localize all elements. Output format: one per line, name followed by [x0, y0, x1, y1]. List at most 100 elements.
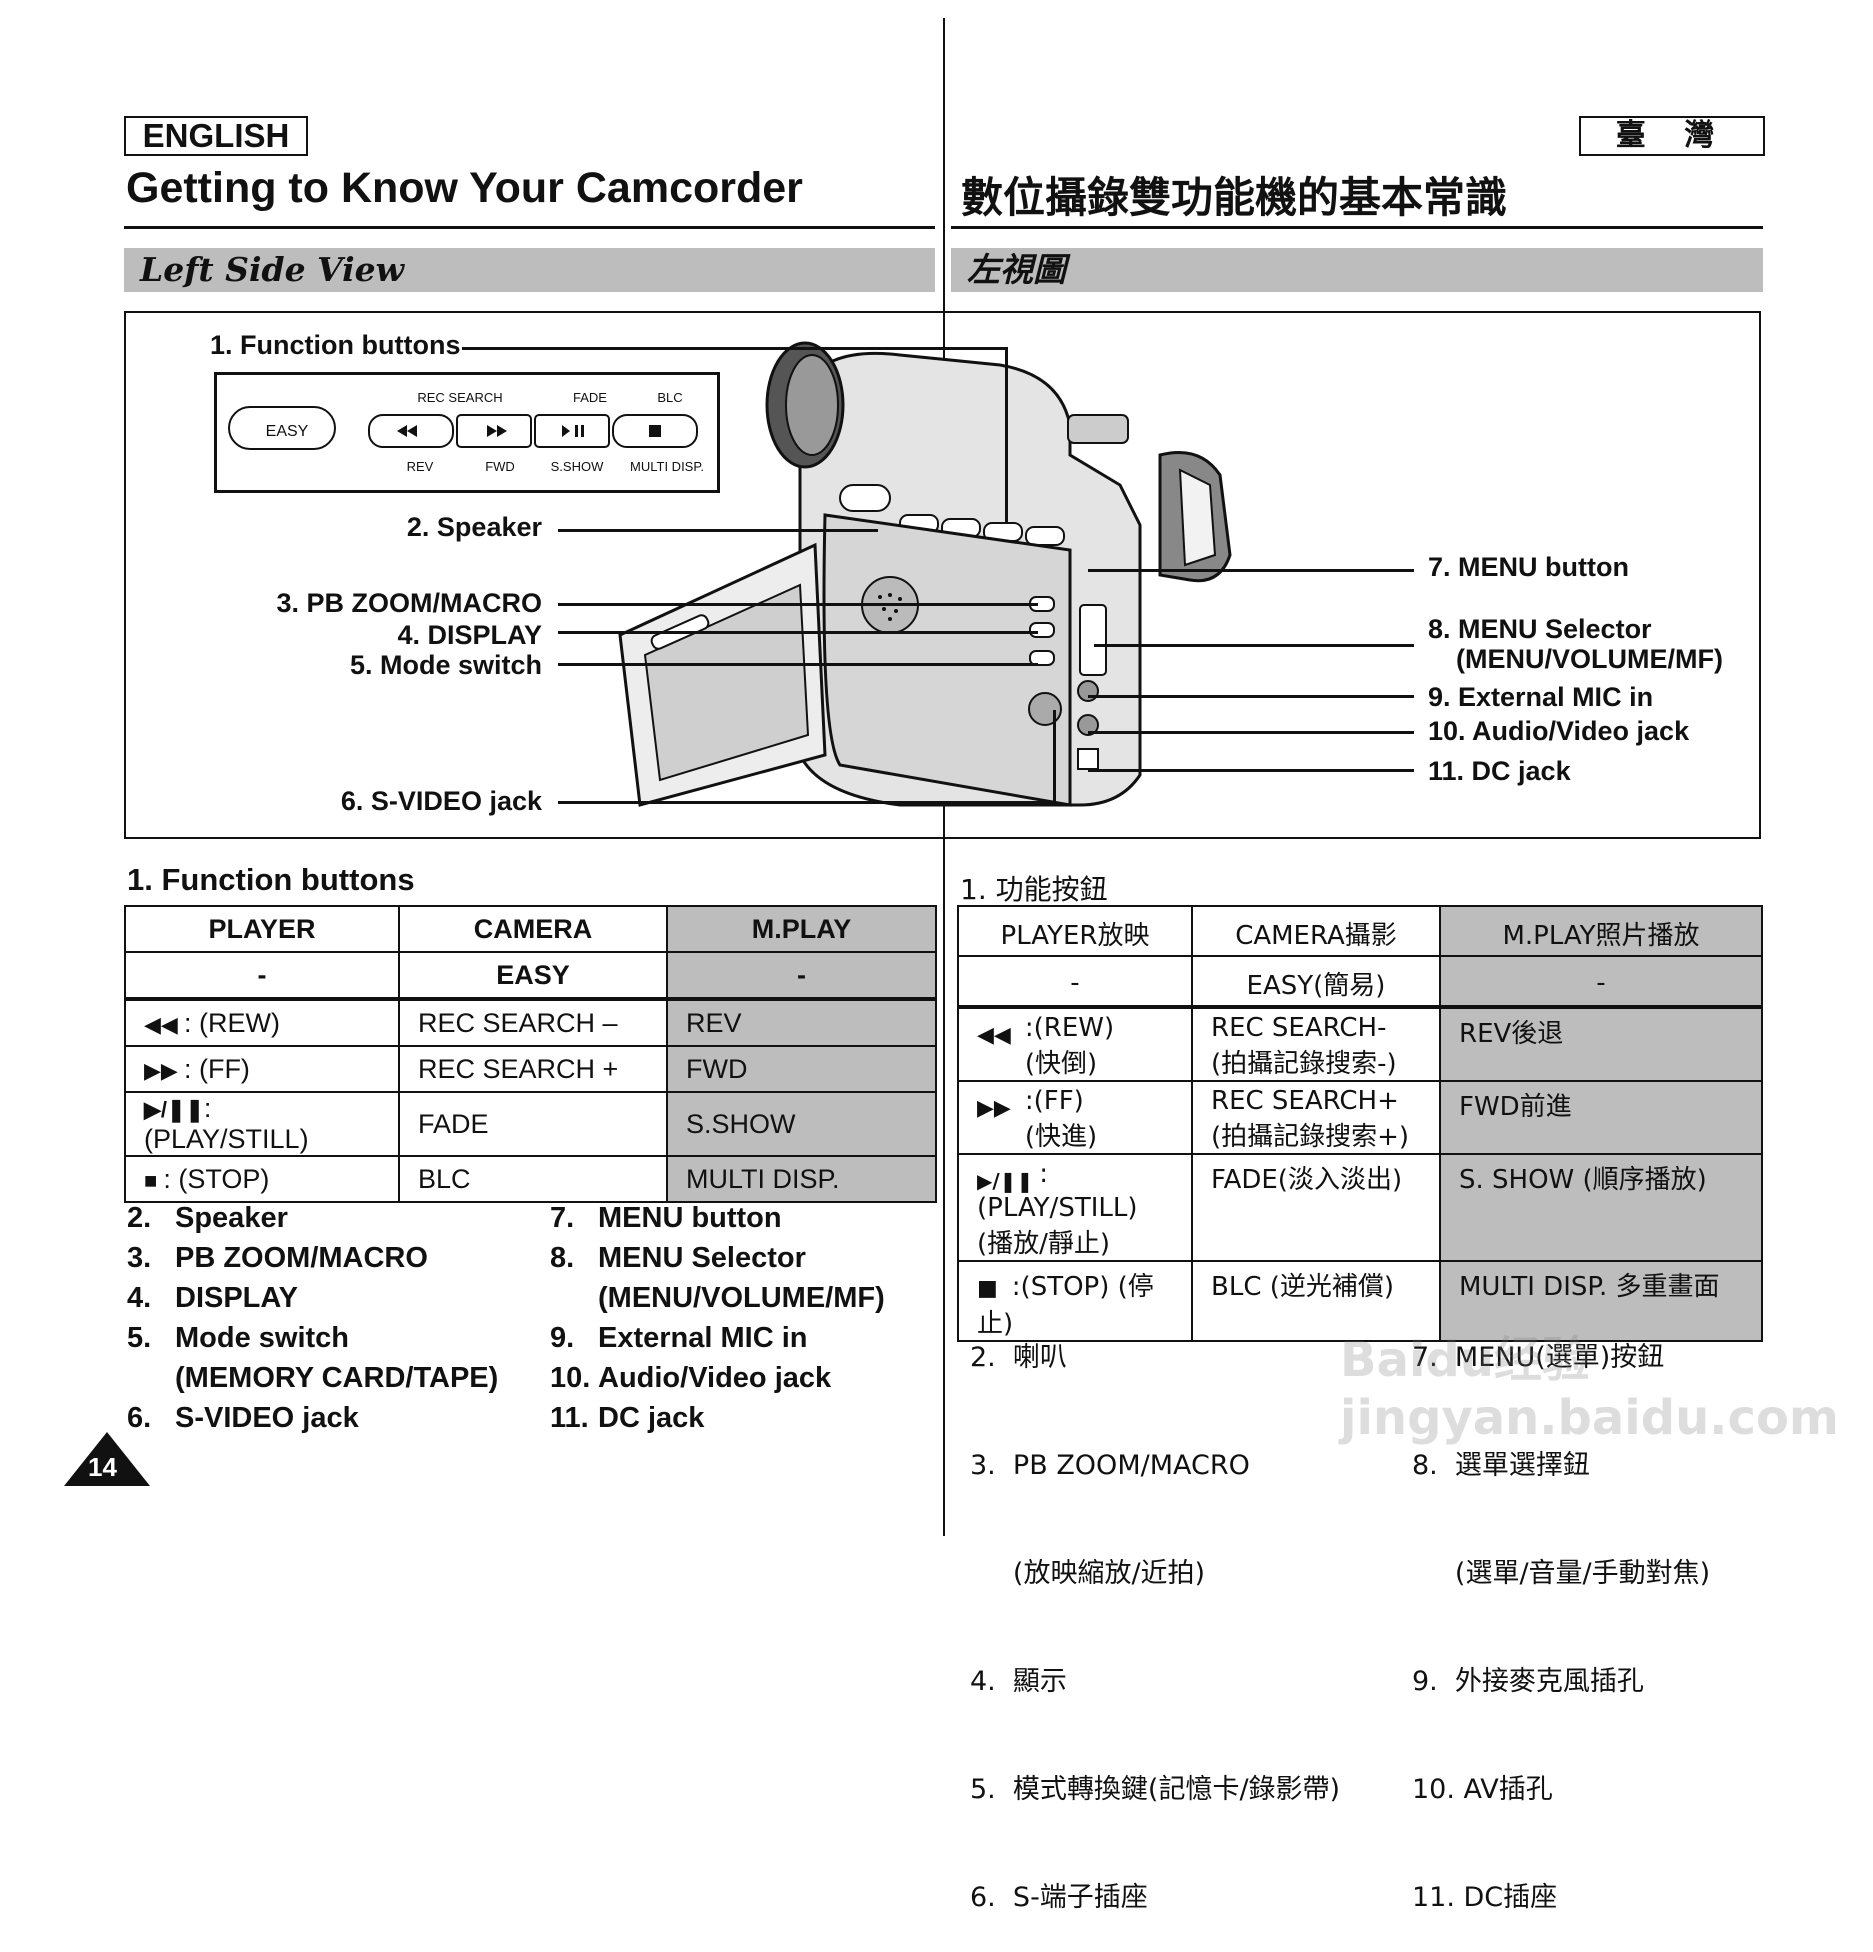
rewind-icon: ◀◀ — [977, 1023, 1011, 1048]
list-item: 7.MENU button — [550, 1202, 782, 1234]
callout-mode-switch: 5. Mode switch — [349, 650, 542, 680]
leader-line-3 — [558, 603, 1038, 606]
callout-menu-button: 7. MENU button — [1428, 552, 1629, 582]
function-buttons-heading-chinese: 1. 功能按鈕 — [960, 873, 1108, 906]
play-pause-icon: ▶/❚❚ — [977, 1169, 1034, 1193]
camcorder-illustration — [618, 341, 1232, 807]
stop-icon: ■ — [144, 1167, 164, 1193]
panel-top-label-blc: BLC — [657, 390, 683, 405]
panel-bottom-label-rev: REV — [406, 459, 434, 474]
section-title-english: Left Side View — [140, 250, 405, 289]
page-title-chinese: 數位攝錄雙功能機的基本常識 — [961, 173, 1508, 222]
leader-line-6 — [558, 801, 1056, 804]
callout-menu-selector: 8. MENU Selector — [1428, 614, 1652, 644]
leader-line-1 — [462, 347, 1008, 350]
leader-line-8 — [1094, 644, 1414, 647]
table-sub-mplay: - — [666, 951, 937, 1000]
list-item: (MENU/VOLUME/MF) — [598, 1282, 885, 1314]
leader-line-7 — [1088, 569, 1414, 572]
easy-button-label: EASY — [265, 423, 309, 440]
parts-list-english-right: 7.MENU button 8.MENU Selector (MENU/VOLU… — [550, 1198, 885, 1438]
table-header-mplay-zh: M.PLAY照片播放 — [1439, 905, 1763, 957]
watermark: Baidu经验 jingyan.baidu.com — [1340, 1332, 1839, 1446]
list-item: 3. PB ZOOM/MACRO — [970, 1450, 1250, 1481]
table-row: ▶/❚❚: (PLAY/STILL) FADE S.SHOW — [124, 1091, 937, 1157]
fast-forward-icon: ▶▶ — [144, 1057, 184, 1083]
function-buttons-table-english: PLAYER CAMERA M.PLAY - EASY - ◀◀ : (REW)… — [124, 905, 937, 1203]
callout-s-video-jack: 6. S-VIDEO jack — [340, 786, 542, 816]
page-title-english: Getting to Know Your Camcorder — [126, 164, 803, 212]
list-item: 6. S-端子插座 — [970, 1882, 1148, 1913]
panel-top-label-fade: FADE — [573, 390, 607, 405]
table-header-camera: CAMERA — [398, 905, 668, 953]
list-item: 5.Mode switch — [127, 1322, 350, 1354]
list-item: 2. 喇叭 — [970, 1342, 1067, 1373]
table-sub-camera-zh: EASY(簡易) — [1191, 955, 1441, 1008]
parts-list-english-left: 2.Speaker 3.PB ZOOM/MACRO 4.DISPLAY 5.Mo… — [127, 1198, 498, 1438]
list-item: 3.PB ZOOM/MACRO — [127, 1242, 428, 1274]
page-number-triangle — [64, 1432, 150, 1486]
callout-display: 4. DISPLAY — [397, 620, 542, 650]
list-item: 4.DISPLAY — [127, 1282, 299, 1314]
table-row: ■ : (STOP) BLC MULTI DISP. — [124, 1155, 937, 1203]
list-item: 11. DC插座 — [1412, 1882, 1558, 1913]
function-buttons-table-chinese: PLAYER放映 CAMERA攝影 M.PLAY照片播放 - EASY(簡易) … — [957, 905, 1763, 1342]
list-item: 6.S-VIDEO jack — [127, 1402, 359, 1434]
function-button-panel-art — [228, 406, 698, 450]
leader-line-9 — [1088, 695, 1414, 698]
stop-icon: ■ — [977, 1276, 998, 1301]
table-sub-camera: EASY — [398, 951, 668, 1000]
leader-line-11 — [1088, 769, 1414, 772]
list-item: (MEMORY CARD/TAPE) — [175, 1362, 499, 1394]
section-title-chinese: 左視圖 — [967, 250, 1066, 289]
page-number: 14 — [88, 1452, 117, 1482]
fast-forward-icon: ▶▶ — [977, 1096, 1011, 1121]
list-item: 7. MENU(選單)按鈕 — [1412, 1342, 1665, 1373]
list-item: 4. 顯示 — [970, 1666, 1067, 1697]
list-item: 2.Speaker — [127, 1202, 288, 1234]
list-item: 5. 模式轉換鍵(記憶卡/錄影帶) — [970, 1774, 1341, 1805]
panel-bottom-label-sshow: S.SHOW — [550, 459, 604, 474]
leader-line-5 — [558, 663, 1038, 666]
function-button-panel — [214, 372, 720, 493]
table-row: ■:(STOP) (停止) BLC (逆光補償) MULTI DISP. 多重畫… — [957, 1260, 1763, 1342]
table-sub-player: - — [124, 951, 400, 1000]
callout-dc-jack: 11. DC jack — [1428, 756, 1571, 786]
table-row: ▶▶:(FF) (快進) REC SEARCH+ (拍攝記錄搜索+) FWD前進 — [957, 1080, 1763, 1155]
section-band-chinese: 左視圖 — [951, 248, 1763, 292]
callout-external-mic: 9. External MIC in — [1428, 682, 1654, 712]
function-buttons-heading-english: 1. Function buttons — [127, 862, 415, 897]
parts-list-chinese-left: 2. 喇叭 3. PB ZOOM/MACRO (放映縮放/近拍) 4. 顯示 5… — [970, 1268, 1340, 1952]
list-item: 10. AV插孔 — [1412, 1774, 1553, 1805]
list-item: 8. 選單選擇鈕 — [1412, 1450, 1590, 1481]
panel-bottom-label-fwd: FWD — [485, 459, 515, 474]
callout-menu-selector-modes: (MENU/VOLUME/MF) — [1456, 644, 1723, 674]
list-item: 9. 外接麥克風插孔 — [1412, 1666, 1644, 1697]
language-label-english: ENGLISH — [124, 116, 308, 156]
table-header-player-zh: PLAYER放映 — [957, 905, 1193, 957]
table-header-camera-zh: CAMERA攝影 — [1191, 905, 1441, 957]
camcorder-diagram — [124, 311, 1761, 839]
panel-top-label-rec-search: REC SEARCH — [417, 390, 503, 405]
list-item: (選單/音量/手動對焦) — [1412, 1558, 1711, 1589]
callout-audio-video-jack: 10. Audio/Video jack — [1428, 716, 1690, 746]
leader-line-10 — [1088, 731, 1414, 734]
language-label-taiwan: 臺 灣 — [1579, 116, 1765, 156]
rewind-icon: ◀◀ — [144, 1011, 184, 1037]
list-item: (放映縮放/近拍) — [970, 1558, 1206, 1589]
table-sub-mplay-zh: - — [1439, 955, 1763, 1008]
table-sub-player-zh: - — [957, 955, 1193, 1008]
callout-pb-zoom-macro: 3. PB ZOOM/MACRO — [276, 588, 542, 618]
list-item: 10.Audio/Video jack — [550, 1362, 832, 1394]
panel-bottom-label-multi-disp: MULTI DISP. — [630, 459, 704, 474]
leader-line-1-drop — [1005, 347, 1008, 522]
section-band-english: Left Side View — [124, 248, 935, 292]
leader-line-4 — [558, 631, 1038, 634]
list-item: 9.External MIC in — [550, 1322, 808, 1354]
list-item: 8.MENU Selector — [550, 1242, 806, 1274]
callout-speaker: 2. Speaker — [406, 512, 542, 542]
table-header-mplay: M.PLAY — [666, 905, 937, 953]
list-item: 11.DC jack — [550, 1402, 705, 1434]
leader-line-2 — [558, 529, 878, 532]
table-row: ▶/❚❚:(PLAY/STILL) (播放/靜止) FADE(淡入淡出) S. … — [957, 1153, 1763, 1262]
